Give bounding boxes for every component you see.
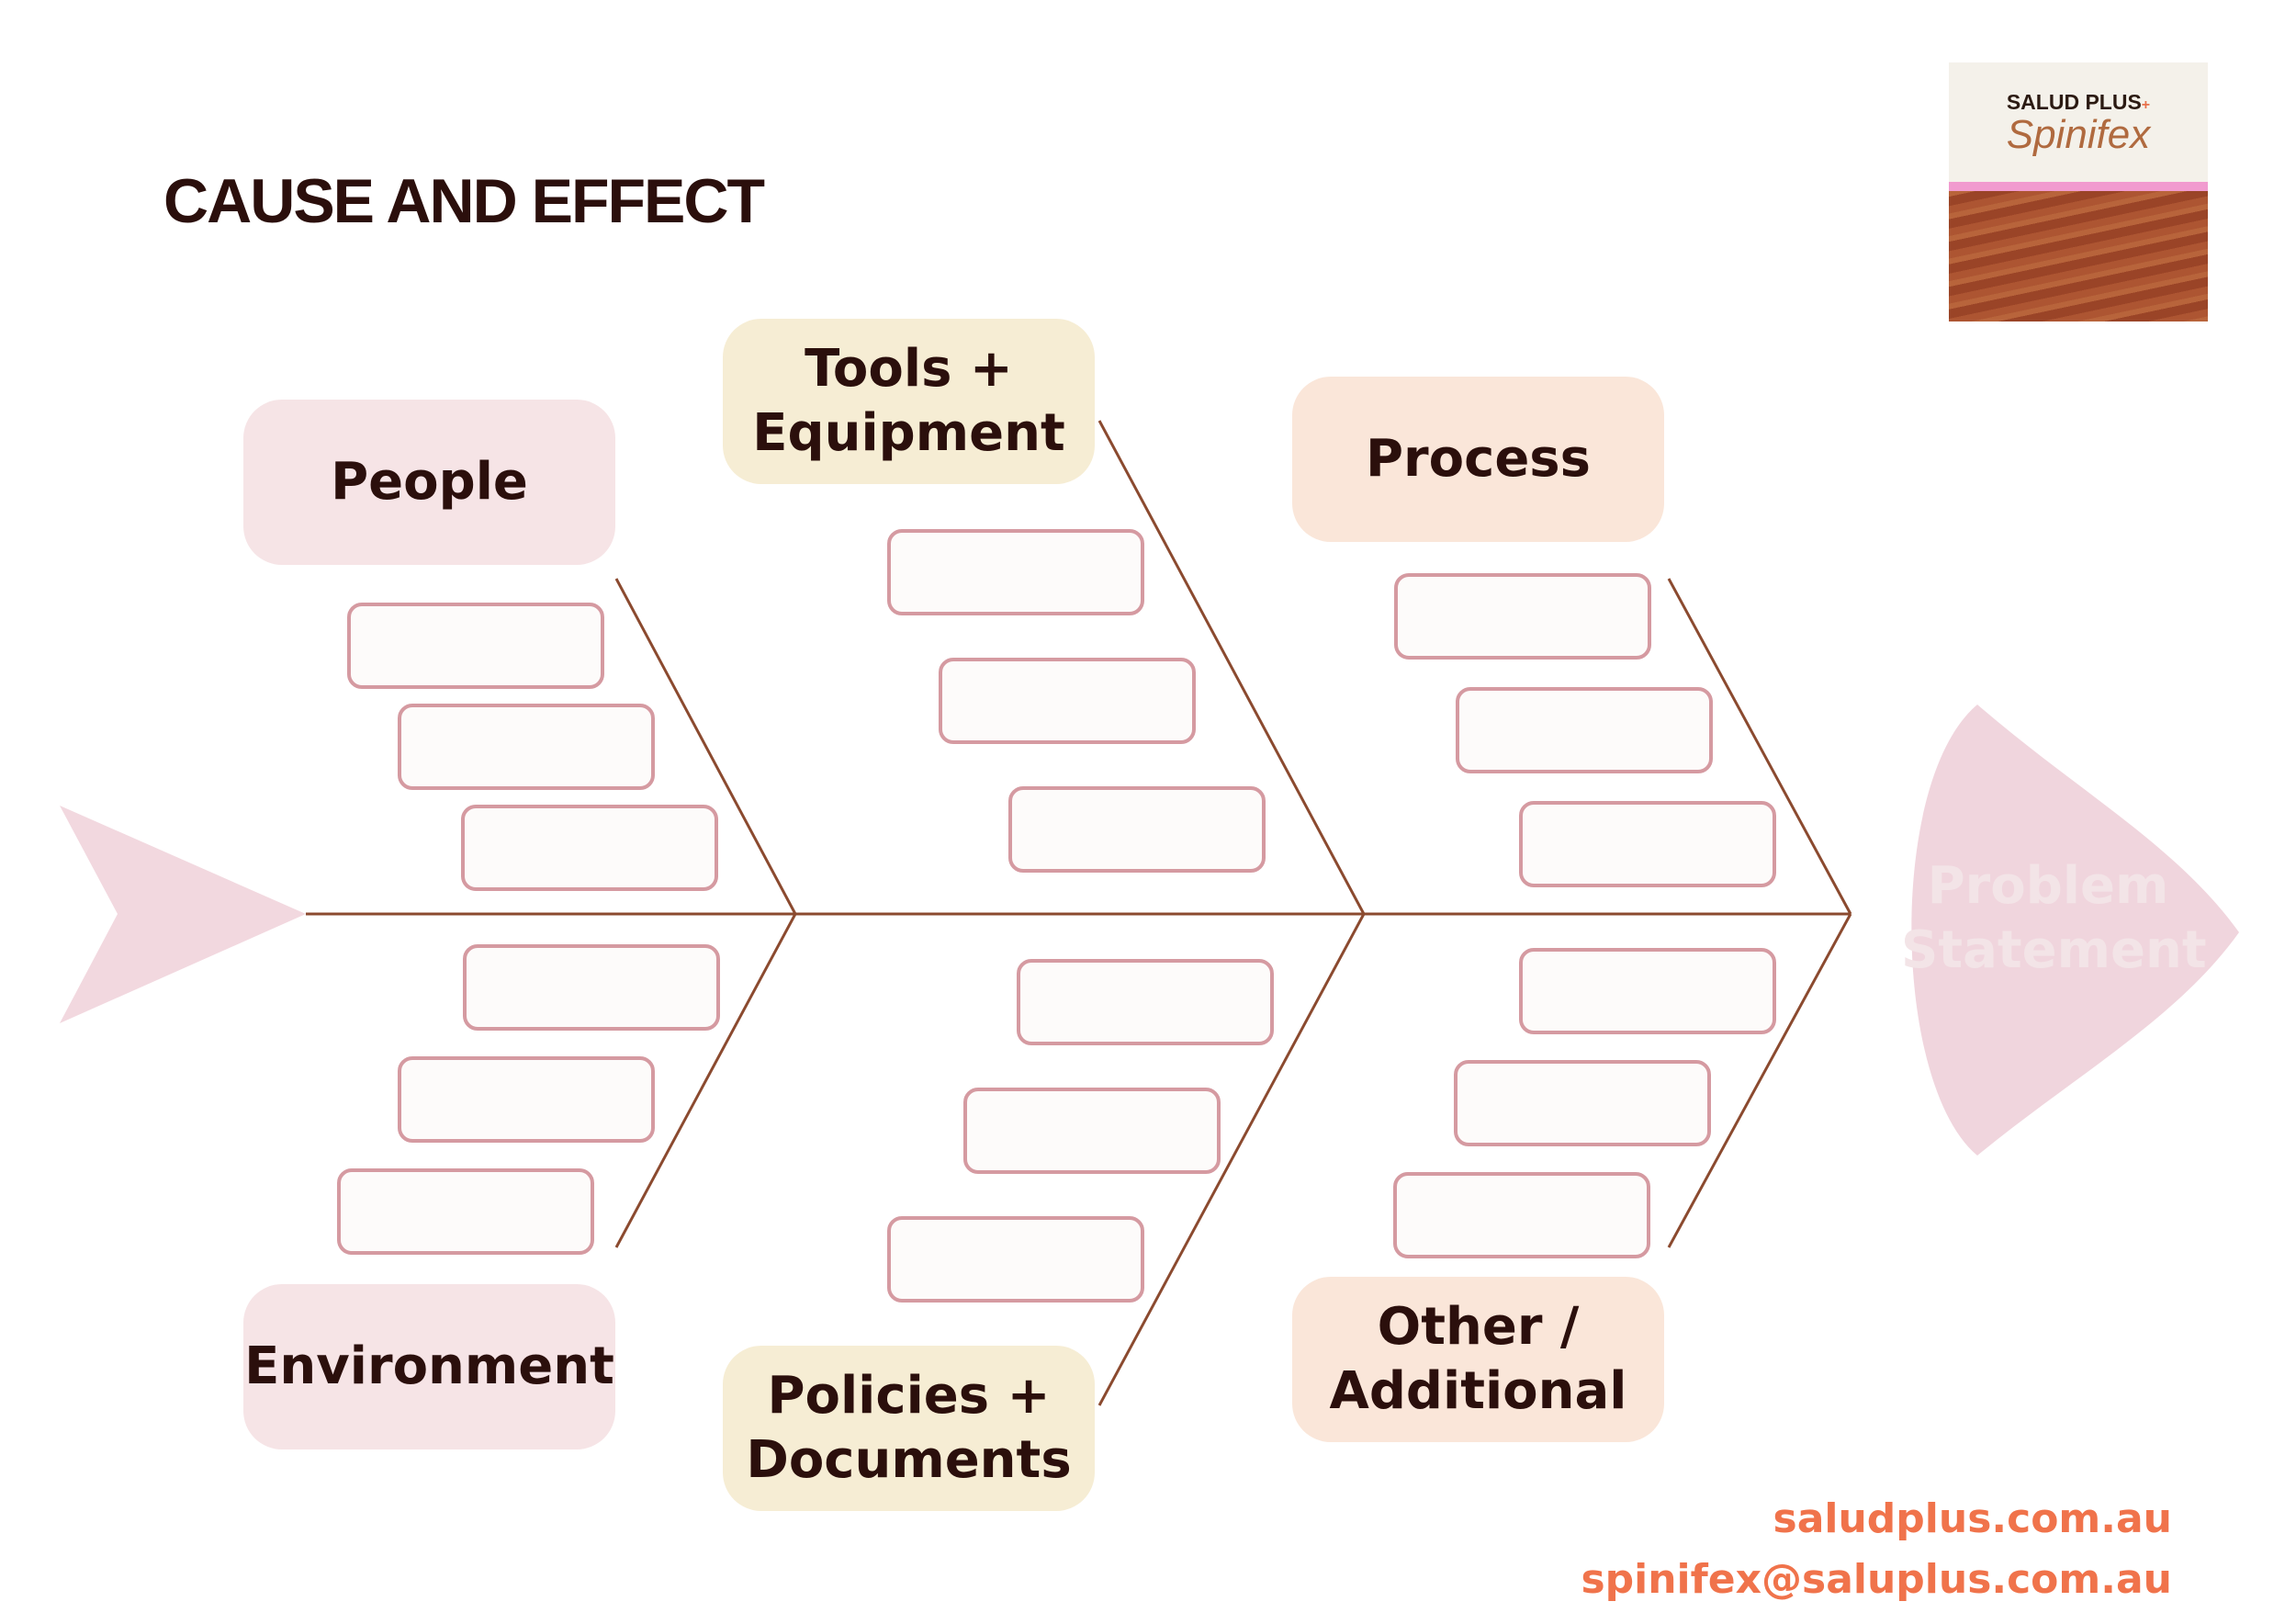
bone-environment [614, 913, 797, 1248]
cause-input-tools-1[interactable] [887, 529, 1144, 615]
cause-input-tools-2[interactable] [939, 658, 1196, 744]
sand-image [1949, 191, 2208, 321]
problem-statement-label: Problem Statement [1901, 856, 2207, 980]
cause-input-other-2[interactable] [1454, 1060, 1711, 1146]
cause-input-people-1[interactable] [347, 603, 604, 689]
cause-input-process-2[interactable] [1456, 687, 1713, 773]
category-other-additional: Other / Additional [1292, 1277, 1664, 1442]
cause-input-process-1[interactable] [1394, 573, 1651, 660]
page-title: CAUSE AND EFFECT [163, 166, 765, 236]
category-environment: Environment [243, 1284, 615, 1449]
cause-input-tools-3[interactable] [1008, 786, 1266, 873]
bone-people [614, 578, 797, 915]
salud-plus-logo: SALUD PLUS+ Spinifex [1949, 62, 2208, 321]
category-policies-documents: Policies + Documents [723, 1346, 1095, 1511]
cause-input-environment-3[interactable] [337, 1168, 594, 1255]
fish-tail [60, 806, 306, 1023]
bone-tools [1097, 420, 1366, 915]
cause-input-people-2[interactable] [398, 704, 655, 790]
cause-input-other-1[interactable] [1519, 948, 1776, 1034]
cause-input-other-3[interactable] [1393, 1172, 1650, 1258]
email-link[interactable]: spinifex@saluplus.com.au [1581, 1556, 2172, 1603]
category-process: Process [1292, 377, 1664, 542]
category-tools-equipment: Tools + Equipment [723, 319, 1095, 484]
bone-process [1667, 578, 1852, 915]
website-link[interactable]: saludplus.com.au [1773, 1495, 2172, 1542]
cause-input-policies-2[interactable] [963, 1088, 1221, 1174]
bone-policies [1097, 913, 1366, 1406]
cause-input-environment-1[interactable] [463, 944, 720, 1031]
bone-other [1667, 913, 1852, 1248]
cause-input-process-3[interactable] [1519, 801, 1776, 887]
cause-input-people-3[interactable] [461, 805, 718, 891]
cause-input-environment-2[interactable] [398, 1056, 655, 1143]
cause-input-policies-3[interactable] [887, 1216, 1144, 1303]
category-people: People [243, 400, 615, 565]
cause-input-policies-1[interactable] [1017, 959, 1274, 1045]
fish-head [1911, 705, 2239, 1156]
